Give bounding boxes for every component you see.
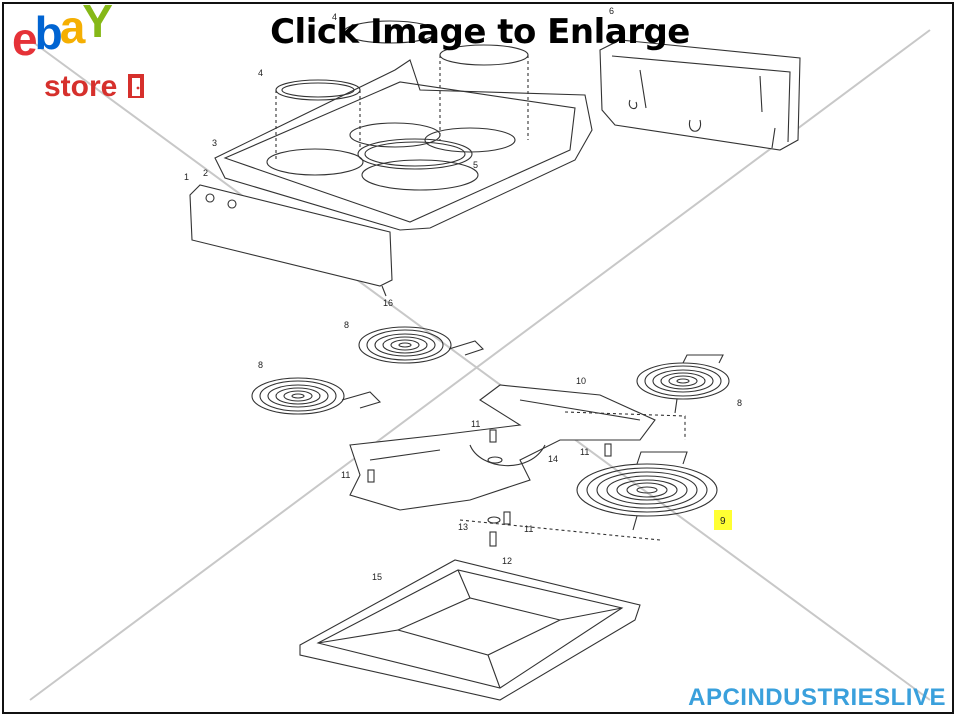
surface-element-part bbox=[251, 326, 730, 415]
callout-15: 15 bbox=[372, 572, 382, 582]
callout-12: 12 bbox=[502, 556, 512, 566]
logo-letter-a: a bbox=[59, 1, 86, 53]
logo-letter-b: b bbox=[34, 7, 63, 59]
highlight-box bbox=[714, 510, 732, 530]
callout-6: 6 bbox=[609, 6, 614, 16]
callout-8: 8 bbox=[344, 320, 349, 330]
callout-11c: 11 bbox=[341, 470, 350, 480]
callout-1: 1 bbox=[184, 172, 189, 182]
logo-letter-e: e bbox=[12, 13, 38, 65]
callout-9-highlighted: 9 bbox=[720, 516, 726, 527]
trim-ring-part bbox=[275, 20, 529, 160]
page-title[interactable]: Click Image to Enlarge bbox=[270, 12, 690, 52]
store-door-icon bbox=[127, 74, 144, 98]
drip-pan-part bbox=[299, 559, 641, 701]
callout-labels: 1 2 3 4 4 5 6 8 8 8 9 10 11 11 11 11 12 … bbox=[184, 6, 742, 582]
support-bracket-part bbox=[349, 384, 656, 511]
seller-watermark: APCINDUSTRIESLIVE bbox=[688, 684, 946, 711]
callout-5: 5 bbox=[473, 160, 478, 170]
cooktop-top-part bbox=[214, 59, 593, 231]
callout-16: 16 bbox=[383, 298, 393, 308]
callout-11: 11 bbox=[471, 419, 480, 429]
hardware-part bbox=[367, 411, 686, 547]
ebay-wordmark: ebaY bbox=[12, 0, 113, 65]
callout-11d: 11 bbox=[524, 524, 533, 534]
callout-4b: 4 bbox=[332, 12, 337, 22]
logo-letter-y: Y bbox=[82, 0, 113, 47]
callout-8b: 8 bbox=[258, 360, 263, 370]
callout-11b: 11 bbox=[580, 447, 589, 457]
callout-10: 10 bbox=[576, 376, 586, 386]
ebay-store-logo[interactable]: ebaY store bbox=[8, 0, 158, 106]
callout-14: 14 bbox=[548, 454, 558, 464]
callout-2: 2 bbox=[203, 168, 208, 178]
large-surface-element-part bbox=[576, 451, 718, 531]
front-panel-part bbox=[189, 184, 393, 297]
back-panel-part bbox=[599, 39, 801, 151]
callout-8c: 8 bbox=[737, 398, 742, 408]
callout-4: 4 bbox=[258, 68, 263, 78]
store-label: store bbox=[44, 70, 148, 104]
callout-13: 13 bbox=[458, 522, 468, 532]
store-text: store bbox=[44, 70, 118, 103]
callout-3: 3 bbox=[212, 138, 217, 148]
